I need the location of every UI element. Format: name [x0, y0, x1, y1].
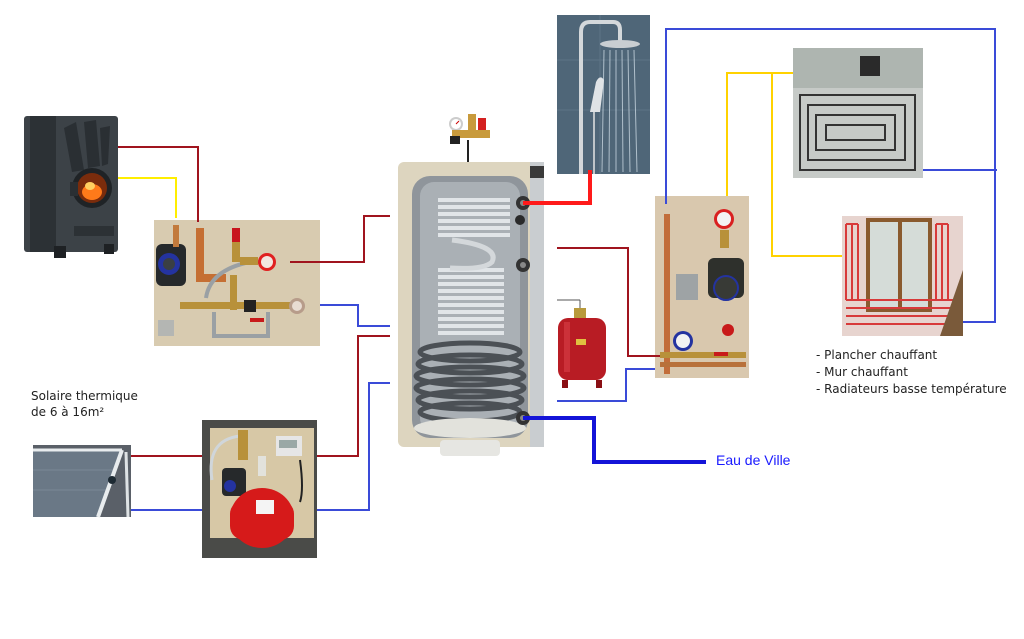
- underfloor-heating: [793, 48, 923, 178]
- solar-panel: [33, 445, 131, 518]
- wood-stove: [24, 116, 118, 258]
- stove-flow-pipe: [118, 146, 199, 222]
- emitter-types-list: Plancher chauffant Mur chauffant Radiate…: [816, 347, 1007, 398]
- safety-group: [449, 114, 490, 162]
- station-to-tank-hot-pipe: [317, 335, 390, 457]
- heating-return-blue-pipe: [665, 28, 996, 323]
- heating-circuit-kit: [655, 196, 749, 378]
- city-water-label: Eau de Ville: [716, 452, 791, 468]
- station-to-tank-cold-pipe: [317, 382, 390, 511]
- wall-heating: [842, 216, 963, 336]
- solar-label-line-2: de 6 à 16m²: [31, 405, 105, 419]
- hot-water-shower-pipe: [523, 170, 592, 205]
- tank-to-heating-return-pipe: [557, 368, 655, 402]
- emitter-item-radiators: Radiateurs basse température: [816, 381, 1007, 398]
- emitter-item-wall: Mur chauffant: [816, 364, 1007, 381]
- solar-label: Solaire thermique de 6 à 16m²: [31, 388, 138, 420]
- storage-tank: [398, 162, 544, 456]
- stove-hydraulic-kit: [154, 220, 320, 346]
- expansion-vessel: [557, 299, 606, 388]
- pipework: [118, 28, 997, 511]
- cold-water-inlet-pipe: [523, 416, 706, 464]
- shower: [557, 15, 650, 174]
- stove-return-pipe: [118, 177, 177, 218]
- solar-label-line-1: Solaire thermique: [31, 389, 138, 403]
- tank-to-heating-flow-pipe: [557, 247, 660, 357]
- kit-to-tank-hot-pipe: [290, 215, 390, 263]
- solar-station: [202, 420, 317, 558]
- kit-to-tank-cold-pipe: [320, 304, 390, 327]
- heating-flow-yellow-pipe: [726, 72, 793, 196]
- wall-flow-yellow-pipe: [771, 73, 842, 257]
- emitter-item-floor: Plancher chauffant: [816, 347, 1007, 364]
